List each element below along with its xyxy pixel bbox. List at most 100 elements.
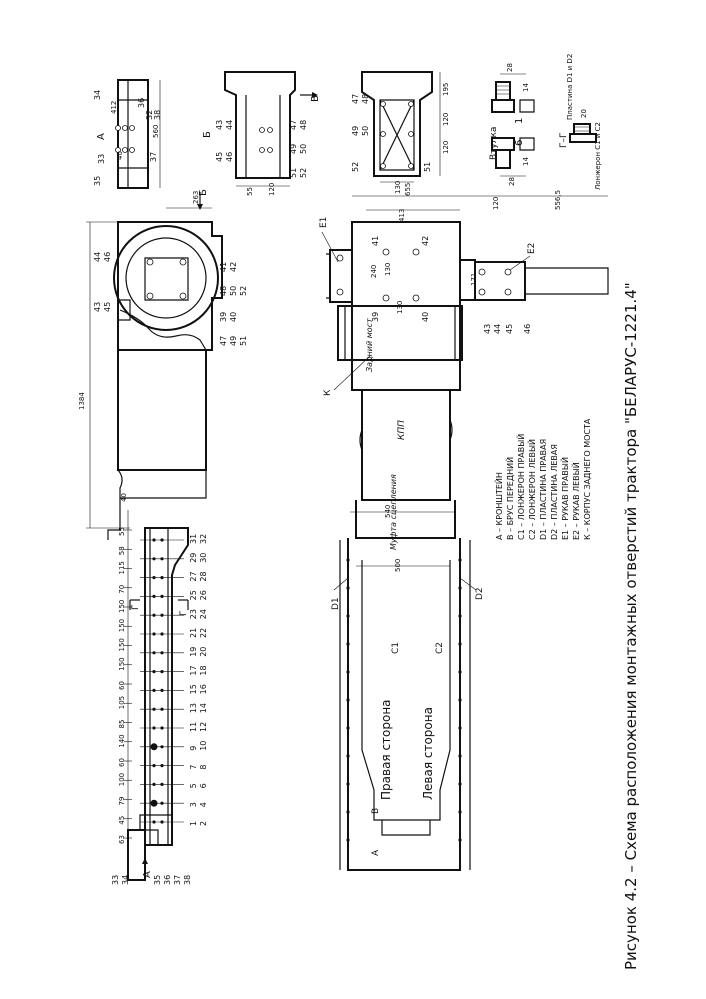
label-52-v: 52 [351, 162, 360, 172]
mounting-hole [160, 576, 164, 580]
dim-655: 655 [404, 183, 412, 196]
mounting-hole [152, 576, 156, 580]
rear-axle-text: Задний мост [365, 318, 374, 372]
hole-label-odd: 27 [189, 571, 198, 581]
label-44-b: 44 [225, 120, 234, 130]
label-41: 41 [219, 262, 228, 272]
label-44-top: 44 [493, 324, 502, 334]
detail-v: 195 120 120 130 47 48 49 50 52 51 [351, 71, 450, 194]
dim-412: 412 [110, 101, 118, 114]
label-42: 42 [229, 262, 238, 272]
label-49-b: 49 [289, 144, 298, 154]
mounting-hole [160, 670, 164, 674]
mounting-hole [160, 632, 164, 636]
hole-label-even: 4 [199, 802, 208, 807]
mounting-hole [160, 688, 164, 693]
label-d1: D1 [331, 597, 341, 610]
spar-hole-right [346, 810, 350, 814]
dim-120-v2: 120 [442, 141, 450, 154]
spar-hole-right [346, 754, 350, 758]
spar-hole-left [458, 698, 462, 702]
mounting-hole [152, 557, 156, 561]
dim-28-a: 28 [506, 63, 514, 72]
legend-item: В – БРУС ПЕРЕДНИЙ [504, 457, 515, 540]
dim-120-v1: 120 [442, 113, 450, 126]
label-40-top: 40 [421, 312, 430, 322]
label-51-b: 51 [289, 168, 298, 178]
label-48-v: 48 [361, 94, 370, 104]
hole-label-even: 32 [199, 534, 208, 544]
dim-chain-value: 60 [118, 758, 126, 767]
dim-171: 171 [470, 273, 478, 286]
label-45: 45 [103, 302, 112, 312]
top-view: 655 413 120 556,5 240 130 130 171 41 42 … [319, 183, 609, 871]
dim-chain-value: 105 [118, 696, 126, 709]
detail-b-arrow-v: В [310, 95, 321, 102]
dim-chain-value: 60 [118, 681, 126, 690]
spar-hole-left [458, 642, 462, 646]
detail-a-title: А [96, 133, 107, 140]
dim-130-top-b: 130 [396, 301, 404, 314]
hole-label-even: 18 [199, 665, 208, 675]
spar-hole-left [458, 810, 462, 814]
spar-hole-left [458, 838, 462, 842]
dim-413: 413 [398, 209, 406, 222]
label-34: 34 [121, 875, 130, 885]
label-46-b: 46 [225, 152, 234, 162]
spar-hole-right [346, 614, 350, 618]
dim-chain-value: 70 [118, 585, 126, 594]
dim-chain-value: 150 [118, 619, 126, 632]
hole-label-odd: 29 [189, 553, 198, 563]
mounting-hole [152, 670, 156, 674]
label-47: 47 [219, 336, 228, 346]
label-a-front: А [371, 849, 381, 856]
hole-label-odd: 17 [189, 665, 198, 675]
detail-b: В Б 55 120 43 44 45 46 47 48 49 50 51 52 [202, 71, 321, 196]
spar-hole-right [346, 558, 350, 562]
mounting-hole [150, 743, 158, 751]
mounting-hole [152, 594, 156, 599]
legend-item: К – КОРПУС ЗАДНЕГО МОСТА [583, 418, 592, 540]
label-38: 38 [183, 875, 192, 885]
mounting-hole [152, 820, 156, 824]
dim-263: 263 [192, 191, 200, 204]
label-e1: Е1 [319, 217, 329, 228]
spar-hole-left [458, 782, 462, 786]
mounting-hole [160, 782, 164, 787]
label-49-v: 49 [351, 126, 360, 136]
hole-label-even: 20 [199, 647, 208, 657]
hole-label-even: 14 [199, 703, 208, 713]
dim-40: 40 [120, 493, 128, 502]
hole-label-even: 26 [199, 590, 208, 600]
spar-hole-left [458, 754, 462, 758]
right-side-text: Правая сторона [379, 699, 393, 800]
label-b-front: В [371, 808, 381, 814]
dim-chain-value: 115 [118, 561, 126, 574]
hole-label-even: 2 [199, 821, 208, 826]
dim-120-top: 120 [492, 197, 500, 210]
label-k: К [323, 389, 333, 396]
hole-label-odd: 3 [189, 802, 198, 807]
dim-500: 500 [394, 559, 402, 572]
dim-chain-value: 85 [118, 720, 126, 729]
label-36-a: 36 [137, 98, 146, 108]
mounting-hole [152, 632, 156, 636]
label-43-b: 43 [215, 120, 224, 130]
dim-40-a: 40 [116, 151, 124, 160]
label-39-top: 39 [371, 312, 380, 322]
label-43-top: 43 [483, 324, 492, 334]
view-a-marker: А [142, 871, 153, 878]
dim-195: 195 [442, 83, 450, 96]
label-e2: Е2 [527, 243, 537, 254]
bushing-label-1: 1 [514, 118, 525, 124]
hole-label-even: 22 [199, 628, 208, 638]
label-d2: D2 [475, 587, 485, 600]
hole-label-even: 12 [199, 722, 208, 732]
mounting-hole [160, 557, 164, 561]
hole-label-odd: 21 [189, 628, 198, 638]
label-42-top: 42 [421, 236, 430, 246]
dim-540: 540 [384, 505, 392, 518]
mounting-hole [160, 538, 164, 542]
dim-556: 556,5 [554, 190, 562, 210]
kpp-text: КПП [397, 420, 407, 440]
